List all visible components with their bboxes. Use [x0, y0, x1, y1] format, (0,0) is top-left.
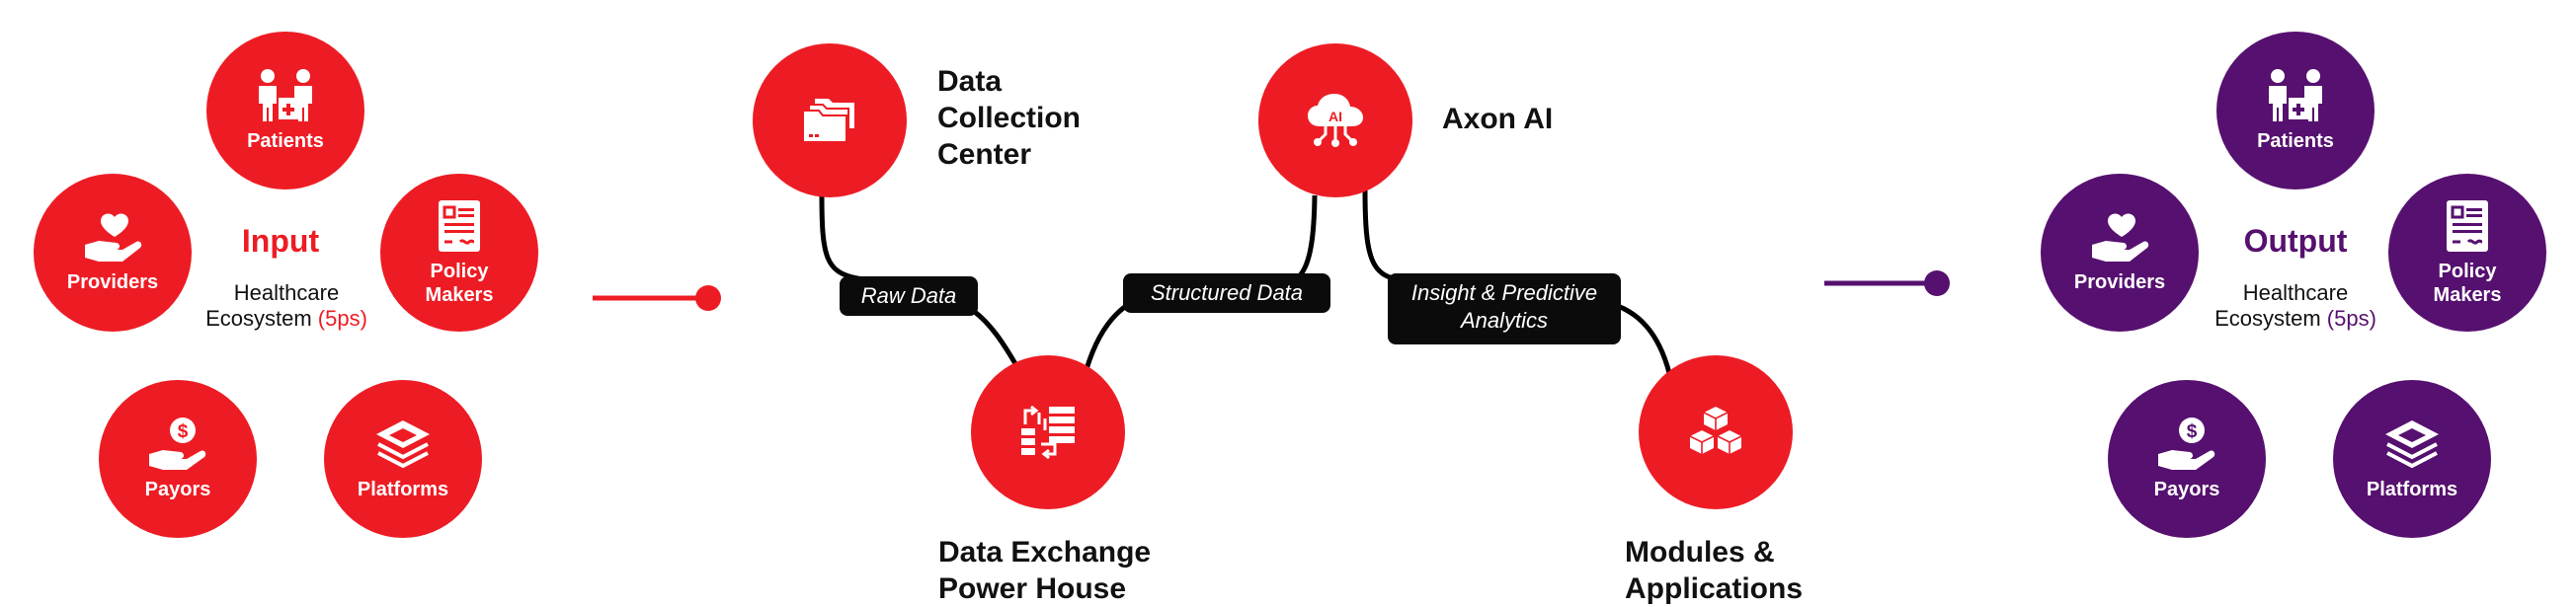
input-patients-node: Patients — [206, 32, 364, 190]
modules-title-line1: Modules & — [1625, 536, 1775, 569]
structured-data-tag: Structured Data — [1123, 273, 1330, 313]
svg-text:$: $ — [2187, 421, 2198, 442]
folders-icon — [802, 99, 854, 143]
output-policy-node: Policy Makers — [2388, 174, 2546, 332]
insight-tag-line1: Insight & Predictive — [1410, 280, 1598, 305]
input-arrow-dot — [695, 285, 721, 311]
data-exchange-node — [971, 355, 1125, 509]
layers-icon — [2385, 420, 2439, 469]
svg-text:$: $ — [178, 421, 189, 442]
policy-document-icon — [439, 200, 480, 252]
layers-icon — [376, 420, 430, 469]
data-exchange-title: Data Exchange Power House — [938, 534, 1151, 607]
dollar-hand-icon: $ — [149, 417, 206, 470]
input-subtitle-highlight: (5ps) — [317, 306, 367, 331]
output-subtitle-main: Healthcare — [2242, 280, 2349, 305]
dollar-hand-icon: $ — [2158, 417, 2215, 470]
output-providers-label: Providers — [2073, 271, 2166, 293]
input-title: Input — [241, 223, 320, 259]
cubes-icon — [1689, 407, 1742, 454]
patients-icon — [2269, 69, 2322, 121]
modules-title: Modules & Applications — [1625, 534, 1803, 607]
axon-ai-title: Axon AI — [1442, 103, 1554, 135]
output-platforms-node: Platforms — [2333, 380, 2491, 538]
modules-node — [1639, 355, 1793, 509]
input-subtitle-sub: Ecosystem — [205, 306, 312, 331]
output-subtitle-highlight: (5ps) — [2326, 306, 2376, 331]
heart-hand-icon — [2092, 213, 2149, 262]
output-subtitle-sub: Ecosystem — [2214, 306, 2321, 331]
insight-tag: Insight & Predictive Analytics — [1388, 273, 1621, 344]
data-exchange-icon — [1021, 405, 1075, 460]
input-payors-node: $ Payors — [99, 380, 257, 538]
input-payors-label: Payors — [144, 479, 211, 500]
axon-ai-node: AI — [1258, 43, 1412, 197]
input-platforms-label: Platforms — [357, 479, 449, 500]
output-providers-node: Providers — [2041, 174, 2199, 332]
heart-hand-icon — [85, 213, 142, 262]
input-subtitle-main: Healthcare — [233, 280, 340, 305]
ai-icon-text: AI — [1328, 109, 1342, 124]
output-subtitle: Healthcare Ecosystem (5ps) — [2187, 280, 2404, 332]
data-collection-title-line2: Collection — [937, 102, 1082, 134]
data-exchange-title-line2: Power House — [938, 572, 1127, 605]
insight-tag-line2: Analytics — [1460, 308, 1549, 333]
modules-title-line2: Applications — [1625, 572, 1804, 605]
input-policy-label: Policy Makers — [425, 261, 494, 306]
output-platforms-label: Platforms — [2366, 479, 2458, 500]
input-providers-label: Providers — [66, 271, 159, 293]
raw-data-tag: Raw Data — [840, 276, 978, 316]
data-exchange-title-line1: Data Exchange — [938, 536, 1152, 569]
data-collection-title-line3: Center — [937, 138, 1032, 171]
output-patients-node: Patients — [2216, 32, 2375, 190]
output-arrow-dot — [1924, 270, 1950, 296]
patients-icon — [259, 69, 312, 121]
output-title: Output — [2243, 223, 2348, 259]
data-collection-title-line1: Data — [937, 65, 1003, 98]
output-policy-label: Policy Makers — [2433, 261, 2502, 306]
ai-cloud-icon: AI — [1308, 94, 1363, 147]
input-patients-label: Patients — [247, 130, 324, 152]
input-platforms-node: Platforms — [324, 380, 482, 538]
input-policy-node: Policy Makers — [380, 174, 538, 332]
data-collection-title: Data Collection Center — [937, 63, 1081, 173]
output-payors-label: Payors — [2153, 479, 2220, 500]
policy-document-icon — [2447, 200, 2488, 252]
output-payors-node: $ Payors — [2108, 380, 2266, 538]
input-subtitle: Healthcare Ecosystem (5ps) — [178, 280, 395, 332]
data-collection-node — [753, 43, 907, 197]
input-providers-node: Providers — [34, 174, 192, 332]
output-patients-label: Patients — [2257, 130, 2334, 152]
